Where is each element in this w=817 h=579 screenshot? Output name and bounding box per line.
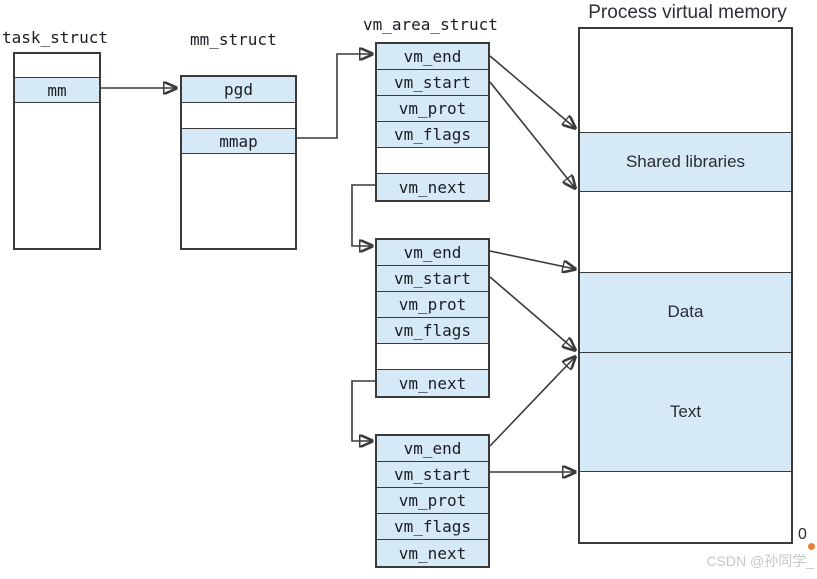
field-vm-flags: vm_flags	[377, 122, 488, 148]
field-unnamed	[377, 344, 488, 370]
field-vm-prot: vm_prot	[377, 488, 488, 514]
field-unnamed	[377, 148, 488, 174]
memory-region-shared-libraries: Shared libraries	[580, 132, 791, 192]
address-zero-label: 0	[798, 526, 807, 543]
task-struct-title: task_struct	[2, 28, 108, 47]
field-vm-prot: vm_prot	[377, 292, 488, 318]
csdn-logo-dot	[808, 543, 815, 550]
field-vm-prot: vm_prot	[377, 96, 488, 122]
memory-region-bottom	[580, 472, 791, 542]
field-pgd: pgd	[182, 77, 295, 103]
field-vm-end: vm_end	[377, 436, 488, 462]
process-virtual-memory-title: Process virtual memory	[588, 2, 787, 23]
vm-area-struct-box-2: vm_end vm_start vm_prot vm_flags vm_next	[375, 238, 490, 398]
arrow-vma2-next-to-vma3	[351, 380, 375, 441]
field-vm-flags: vm_flags	[377, 318, 488, 344]
vm-area-struct-box-3: vm_end vm_start vm_prot vm_flags vm_next	[375, 434, 490, 568]
field-vm-start: vm_start	[377, 462, 488, 488]
field-vm-next: vm_next	[377, 370, 488, 396]
arrow-vma3-vm-end-to-memory	[489, 357, 575, 447]
vm-area-struct-title: vm_area_struct	[363, 15, 498, 34]
memory-region-top	[580, 29, 791, 133]
memory-region-gap	[580, 192, 791, 273]
arrow-vma2-vm-start-to-memory	[489, 276, 575, 350]
task-struct-box: mm	[13, 52, 101, 250]
field-vm-end: vm_end	[377, 44, 488, 70]
mm-struct-box: pgd mmap	[180, 75, 297, 250]
csdn-watermark: CSDN @孙同学_	[706, 553, 814, 569]
field-vm-start: vm_start	[377, 266, 488, 292]
arrow-vma1-next-to-vma2	[351, 184, 375, 246]
vm-area-struct-box-1: vm_end vm_start vm_prot vm_flags vm_next	[375, 42, 490, 202]
process-virtual-memory-box: Shared libraries Data Text	[578, 27, 793, 544]
arrow-mmap-to-vma1	[297, 54, 372, 139]
field-vm-flags: vm_flags	[377, 514, 488, 540]
field-vm-end: vm_end	[377, 240, 488, 266]
field-vm-start: vm_start	[377, 70, 488, 96]
field-mmap: mmap	[182, 128, 295, 154]
arrow-vma2-vm-end-to-memory	[489, 250, 575, 269]
field-mm: mm	[15, 77, 99, 103]
field-vm-next: vm_next	[377, 174, 488, 200]
mm-struct-title: mm_struct	[190, 30, 277, 49]
arrow-vma1-vm-end-to-memory	[489, 55, 575, 128]
memory-region-text: Text	[580, 353, 791, 473]
memory-region-data: Data	[580, 272, 791, 354]
field-vm-next: vm_next	[377, 540, 488, 566]
arrow-vma1-vm-start-to-memory	[489, 81, 575, 188]
